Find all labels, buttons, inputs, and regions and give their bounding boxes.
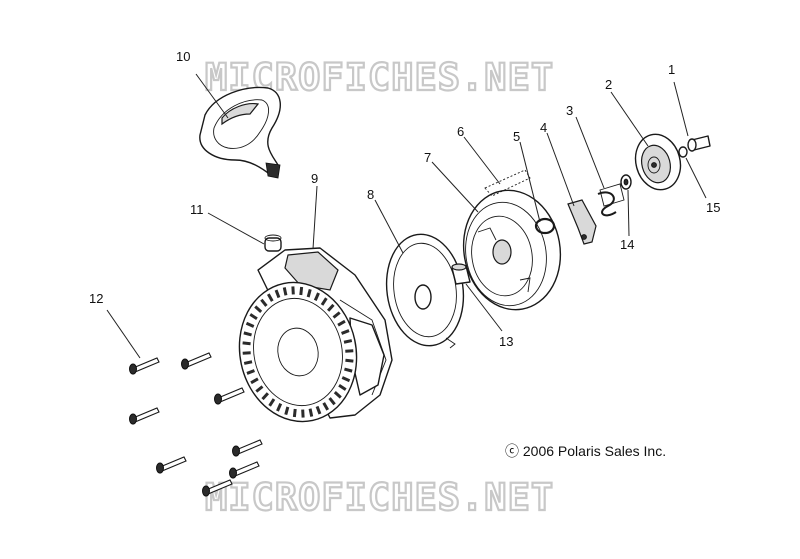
bolt — [214, 387, 245, 405]
vent-slot — [344, 367, 353, 373]
vent-slot — [242, 351, 251, 355]
vent-slot — [328, 397, 336, 406]
callout-1: 1 — [668, 62, 675, 77]
vent-slot — [322, 402, 329, 411]
part-14-washer — [620, 174, 632, 190]
callout-6: 6 — [457, 124, 464, 139]
part-10-starter-handle — [199, 86, 281, 179]
bolt — [129, 407, 160, 425]
vent-slot — [242, 341, 251, 346]
vent-slot — [345, 349, 354, 353]
part-4-pawl — [567, 199, 597, 245]
part-11-plug — [264, 234, 282, 252]
callout-12: 12 — [89, 291, 103, 306]
callout-7: 7 — [424, 150, 431, 165]
bolt — [129, 357, 160, 375]
part-9-recoil-housing — [238, 247, 393, 423]
vent-slot — [243, 331, 252, 337]
bolt — [181, 352, 212, 370]
leader-lines — [106, 73, 707, 359]
vent-slot — [276, 403, 283, 412]
callout-11: 11 — [190, 202, 204, 217]
vent-slot — [291, 286, 295, 295]
part-3-spring — [597, 183, 625, 217]
callout-8: 8 — [367, 187, 374, 202]
vent-slot — [282, 287, 288, 296]
callout-13: 13 — [499, 334, 513, 349]
part-12-bolts — [129, 352, 263, 497]
vent-slot — [254, 305, 263, 313]
vent-slot — [315, 405, 322, 415]
bolt — [232, 439, 263, 457]
part-7-pulley — [462, 189, 562, 311]
callout-10: 10 — [176, 49, 190, 64]
part-6-rope — [484, 169, 531, 197]
vent-slot — [249, 313, 258, 321]
callouts: 1 2 3 4 5 6 7 8 9 10 11 12 13 14 15 — [89, 49, 720, 349]
vent-slot — [260, 298, 268, 307]
part-2-friction-plate — [634, 133, 682, 191]
vent-slot — [274, 289, 281, 299]
vent-slot — [243, 360, 253, 365]
bolt — [156, 456, 187, 474]
copyright-notice: ⓒ 2006 Polaris Sales Inc. — [505, 443, 666, 459]
callout-5: 5 — [513, 129, 520, 144]
part-15-small-washer — [678, 146, 688, 158]
vent-slot — [299, 286, 304, 296]
vent-slot — [320, 297, 328, 306]
vent-slot — [308, 408, 314, 417]
vent-slot — [250, 377, 259, 385]
vent-slot — [343, 339, 353, 344]
part-13-bushing — [451, 263, 471, 285]
callout-15: 15 — [706, 200, 720, 215]
vent-slot — [292, 408, 297, 418]
housing-vents — [242, 286, 354, 418]
vent-slot — [261, 392, 269, 401]
vent-slot — [341, 376, 351, 383]
part-1-screw — [687, 135, 711, 152]
vent-slot — [246, 369, 255, 375]
vent-slot — [245, 321, 255, 328]
callout-3: 3 — [566, 103, 573, 118]
vent-slot — [268, 398, 276, 407]
bolt — [229, 461, 260, 479]
vent-slot — [333, 391, 342, 399]
part-5-circlip — [534, 217, 556, 235]
callout-2: 2 — [605, 77, 612, 92]
callout-9: 9 — [311, 171, 318, 186]
vent-slot — [284, 406, 290, 416]
vent-slot — [337, 319, 346, 327]
vent-slot — [313, 292, 320, 301]
vent-slot — [338, 383, 347, 391]
callout-14: 14 — [620, 237, 634, 252]
vent-slot — [306, 288, 312, 298]
vent-slot — [301, 409, 305, 418]
bolt — [202, 479, 233, 497]
vent-slot — [327, 303, 335, 312]
vent-slot — [332, 311, 341, 319]
vent-slot — [345, 358, 354, 363]
vent-slot — [341, 329, 350, 335]
part-8-spring-plate — [385, 233, 465, 349]
vent-slot — [267, 293, 274, 302]
watermark-bottom: MICROFICHES.NET — [205, 476, 554, 519]
vent-slot — [255, 385, 264, 393]
callout-4: 4 — [540, 120, 547, 135]
